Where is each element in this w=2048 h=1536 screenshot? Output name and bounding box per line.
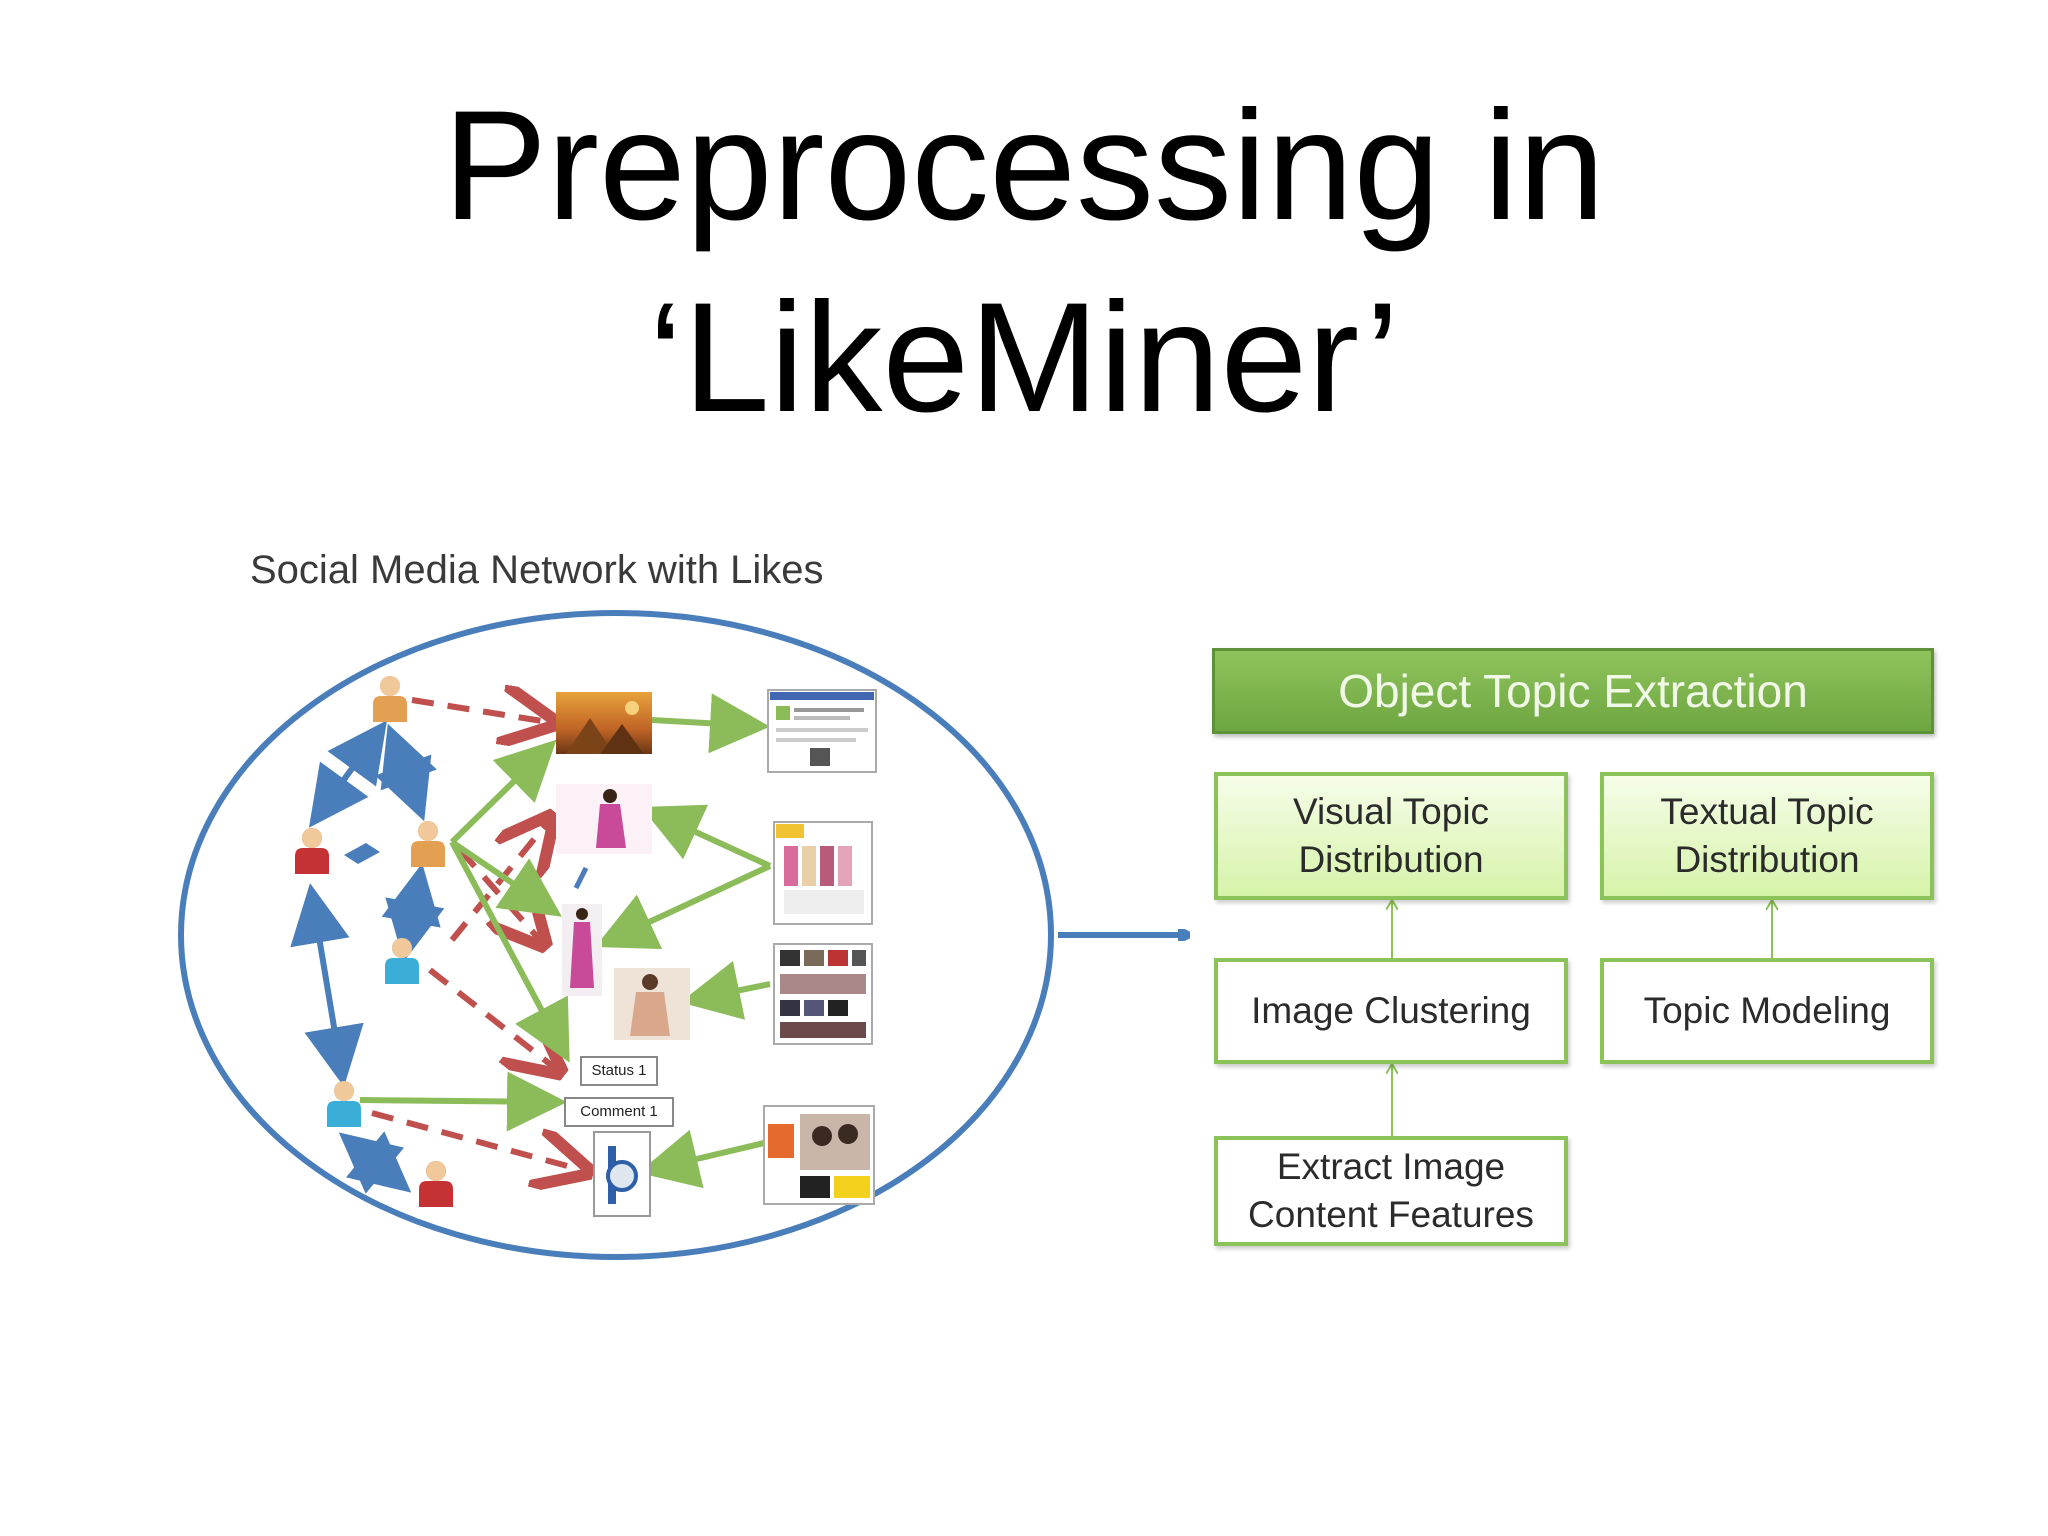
webpage-thumbnail-icon [763, 1105, 875, 1205]
photo-thumbnail-icon [556, 692, 652, 754]
visual-topic-distribution-box: Visual Topic Distribution [1214, 772, 1568, 900]
user-node [327, 1081, 361, 1127]
extract-image-features-box: Extract Image Content Features [1214, 1136, 1568, 1246]
image-clustering-box: Image Clustering [1214, 958, 1568, 1064]
social-edges [290, 720, 589, 1194]
status-label: Status 1 [580, 1056, 658, 1086]
user-node [295, 828, 329, 874]
topic-modeling-box: Topic Modeling [1600, 958, 1934, 1064]
comment-label: Comment 1 [564, 1097, 674, 1127]
network-ellipse [178, 610, 1054, 1260]
webpage-thumbnail-icon [773, 943, 873, 1045]
photo-thumbnail-icon [562, 904, 602, 996]
network-caption: Social Media Network with Likes [250, 548, 824, 592]
slide-title: Preprocessing in ‘LikeMiner’ [0, 70, 2048, 454]
photo-thumbnail-icon [556, 784, 652, 854]
textual-topic-distribution-box: Textual Topic Distribution [1600, 772, 1934, 900]
webpage-thumbnail-icon [767, 689, 877, 773]
title-line-1: Preprocessing in [443, 79, 1605, 253]
user-node [373, 676, 407, 722]
object-topic-extraction-header: Object Topic Extraction [1212, 648, 1934, 734]
user-node [385, 938, 419, 984]
user-node [411, 821, 445, 867]
pipeline-arrows [1392, 900, 1772, 1136]
webpage-thumbnail-icon [773, 821, 873, 925]
photo-thumbnail-icon [614, 968, 690, 1040]
post-edges [359, 693, 772, 1189]
user-node [419, 1161, 453, 1207]
photo-thumbnail-icon [593, 1131, 651, 1217]
title-line-2: ‘LikeMiner’ [648, 271, 1400, 445]
